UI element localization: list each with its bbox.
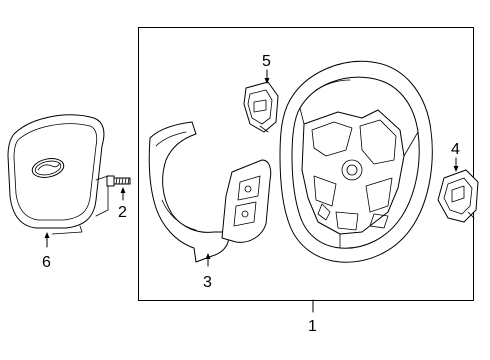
callout-1: 1 <box>308 318 317 335</box>
callout-2: 2 <box>118 204 127 221</box>
trim-bezel <box>148 121 272 263</box>
callout-4: 4 <box>451 141 460 158</box>
arrow-3 <box>205 253 211 259</box>
bolt <box>106 175 131 187</box>
arrow-6 <box>44 232 50 238</box>
ford-logo <box>31 158 65 178</box>
callout-6: 6 <box>42 254 51 271</box>
callout-5: 5 <box>262 53 271 70</box>
airbag-module <box>7 114 109 235</box>
arrow-4 <box>453 166 459 172</box>
right-switch <box>437 169 479 223</box>
arrow-5 <box>264 78 270 84</box>
steering-wheel <box>279 60 433 263</box>
assembly-frame <box>138 27 474 301</box>
callout-3: 3 <box>203 274 212 291</box>
left-switch <box>243 81 279 133</box>
arrow-2 <box>120 187 126 193</box>
